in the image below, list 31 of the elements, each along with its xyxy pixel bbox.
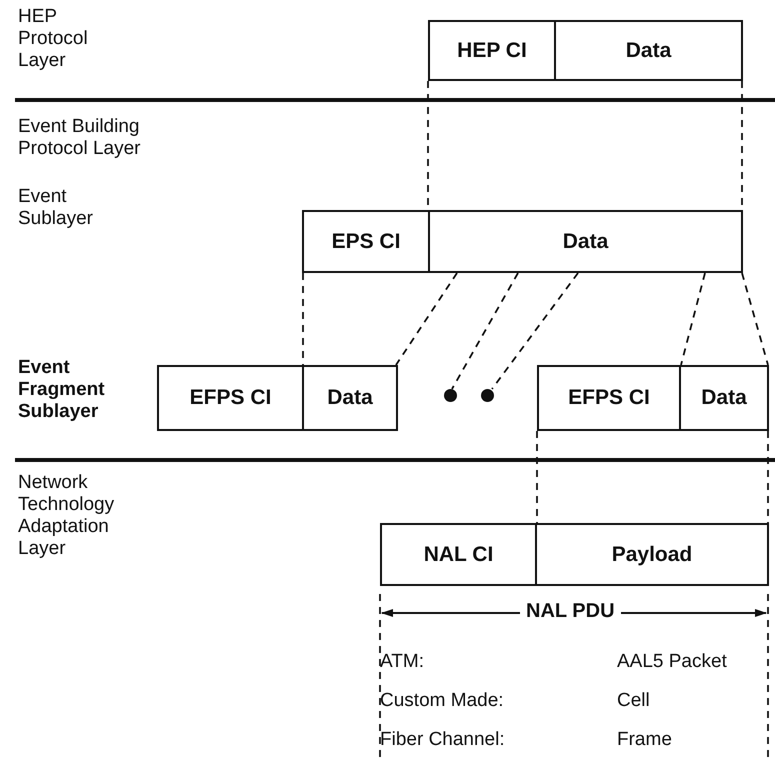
packet-field: Data <box>302 365 398 431</box>
packet-field: Data <box>554 20 743 81</box>
table-text: Cell <box>617 690 650 712</box>
table-text: Frame <box>617 729 672 751</box>
projection-line <box>767 431 769 523</box>
table-text: Custom Made: <box>380 690 504 712</box>
ellipsis-dot <box>481 389 494 402</box>
layer-label: Event Building Protocol Layer <box>18 116 142 160</box>
layer-label: HEP Protocol Layer <box>18 6 89 72</box>
layer-label: Event Fragment Sublayer <box>18 357 106 423</box>
layer-label: Event Sublayer <box>18 186 94 230</box>
table-text: ATM: <box>380 651 424 673</box>
packet-field: NAL CI <box>380 523 537 586</box>
packet-field: EFPS CI <box>537 365 681 431</box>
packet-field: Data <box>428 210 743 273</box>
projection-line <box>451 272 519 390</box>
projection-line <box>302 273 304 365</box>
table-text: Fiber Channel: <box>380 729 505 751</box>
packet-field: EPS CI <box>302 210 430 273</box>
projection-line <box>536 431 538 523</box>
projection-line <box>395 272 458 366</box>
packet-field: Data <box>679 365 769 431</box>
packet-field: EFPS CI <box>157 365 304 431</box>
ellipsis-dot <box>444 389 457 402</box>
projection-line <box>741 272 769 366</box>
table-text: AAL5 Packet <box>617 651 727 673</box>
packet-field: Payload <box>535 523 769 586</box>
projection-line <box>491 272 579 390</box>
projection-line <box>680 272 706 366</box>
packet-field: HEP CI <box>428 20 556 81</box>
layer-label: Network Technology Adaptation Layer <box>18 472 116 560</box>
